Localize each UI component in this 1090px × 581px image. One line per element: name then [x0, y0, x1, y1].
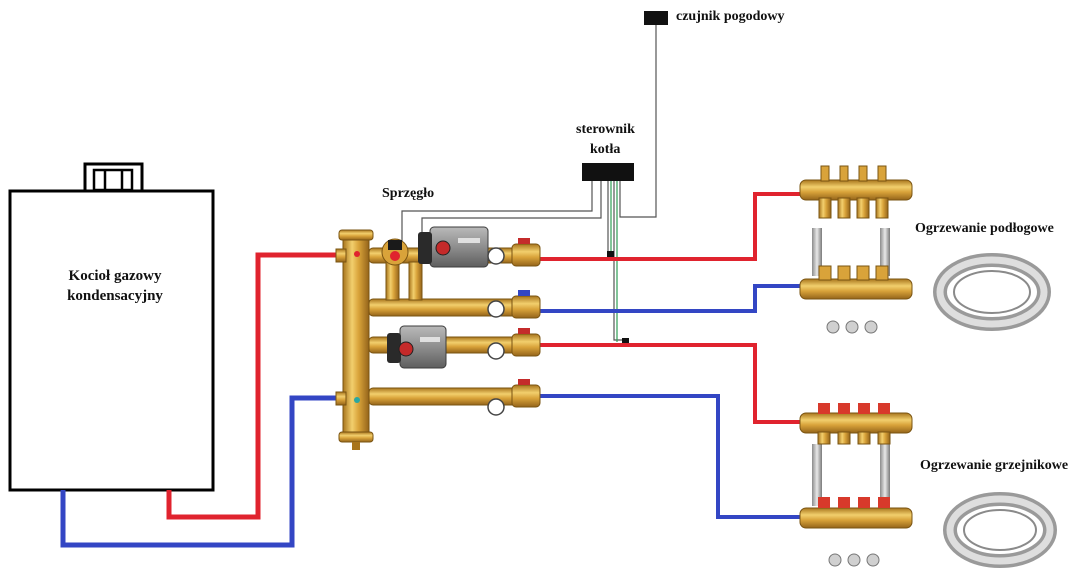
pump-upper [418, 226, 489, 268]
coupling-label: Sprzęgło [382, 186, 435, 201]
floor-heating-label: Ogrzewanie podłogowe [915, 221, 1054, 236]
wire-junction-lower [622, 338, 629, 344]
radiator-pipe-coil [943, 492, 1057, 568]
boiler-controller-box [582, 163, 634, 181]
boiler-label-line1: Kocioł gazowy [68, 268, 162, 284]
boiler-label: Kocioł gazowy kondensacyjny [20, 266, 210, 306]
boiler-label-line2: kondensacyjny [67, 288, 163, 304]
hydraulic-separator [335, 229, 374, 450]
boiler-return-pipe [60, 395, 340, 548]
radiator-return-pipe [540, 394, 805, 519]
mixing-valve [381, 238, 409, 266]
boiler [8, 162, 215, 492]
pump-lower [387, 325, 447, 369]
weather-sensor-box [644, 11, 668, 25]
controller-label-line1: sterownik [576, 122, 635, 137]
floor-pipe-coil [933, 253, 1051, 331]
controller-label-line2: kotła [590, 142, 621, 157]
floor-manifold [799, 165, 913, 300]
pump-group-pipes [368, 247, 530, 406]
radiator-fittings [828, 553, 880, 567]
radiator-heating-label: Ogrzewanie grzejnikowe [920, 458, 1069, 473]
floor-return-pipe [540, 284, 805, 313]
radiator-manifold [799, 403, 913, 529]
wire-junction-upper [607, 251, 614, 257]
floor-fittings [826, 320, 878, 334]
ball-valves [511, 238, 541, 408]
radiator-supply-pipe [540, 343, 805, 424]
signal-wires [401, 24, 657, 341]
floor-supply-pipe [540, 192, 805, 261]
thermometers [487, 247, 505, 416]
weather-sensor-label: czujnik pogodowy [676, 9, 785, 24]
boiler-supply-pipe [166, 252, 340, 520]
